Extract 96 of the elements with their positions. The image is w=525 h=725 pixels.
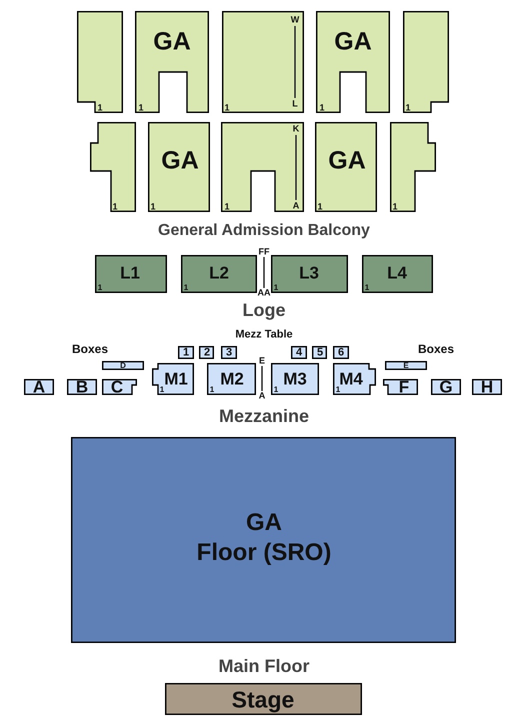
row-letter: AA [258,288,270,298]
table-section [312,346,327,359]
section-label: D [120,362,126,370]
table-number: 5 [316,348,324,358]
row-letter: K [292,124,300,134]
table-section [178,346,194,359]
box-section [385,361,427,370]
section-label: B [76,378,88,396]
table-number: 2 [204,348,210,358]
seating-section [271,255,348,293]
table-number: 3 [226,348,232,358]
seat-number: 1 [318,202,322,212]
section-label: F [398,378,410,396]
row-letter: L [292,100,298,108]
section-label: Stage [232,688,294,712]
section-label: L4 [387,264,407,282]
section-label: L2 [209,264,229,282]
seating-section [390,122,436,212]
section-label: GA [153,30,191,54]
seating-section [95,255,167,293]
box-section [102,379,137,395]
box-section [102,361,144,370]
seating-section [148,122,210,212]
seating-section [403,11,449,113]
section-label: H [480,378,494,396]
section-label: M1 [164,370,188,388]
seating-section [271,363,319,395]
seat-number: 1 [112,202,118,212]
seat-number: 1 [364,284,370,292]
floor-section [71,437,456,643]
section-label: C [110,378,124,396]
seating-section [77,11,123,113]
section-label: M2 [220,370,244,388]
section-label: GA [246,511,282,535]
seat-number: 1 [406,104,410,112]
row-letter: W [290,16,300,24]
section-label: M3 [283,370,307,388]
seating-section [181,255,257,293]
seat-number: 1 [98,104,102,112]
box-section [24,379,54,395]
seat-number: 1 [320,104,324,112]
seat-number: 1 [210,386,214,394]
seat-number: 1 [184,284,188,292]
row-letter: A [258,392,266,400]
table-number: 6 [338,348,344,358]
seat-number: 1 [224,104,230,112]
section-label: L3 [299,264,319,282]
seat-number: 1 [98,284,102,292]
section-label: GA [328,148,366,174]
row-letter: A [292,202,300,210]
area-heading: Main Floor [218,657,310,675]
seating-section [152,363,194,395]
seat-number: 1 [336,386,340,394]
section-label: L1 [120,264,140,282]
seating-section [222,11,304,113]
area-label: Boxes [418,343,454,355]
seating-section [362,255,433,293]
seating-section [316,11,390,113]
seating-section [333,363,376,395]
table-section [199,346,214,359]
seat-number: 1 [274,284,278,292]
box-section [431,379,461,395]
table-section [291,346,307,359]
row-letter: E [259,356,265,366]
area-heading: Mezzanine [218,407,310,425]
area-label: Mezz Table [235,330,293,340]
box-section [383,379,418,395]
section-label: G [439,378,453,396]
seat-number: 1 [392,202,398,212]
section-label: GA [161,148,199,174]
box-section [472,379,502,395]
seating-section [315,122,377,212]
section-label: M4 [339,370,363,388]
seating-section [207,363,256,395]
seat-number: 1 [160,386,164,394]
area-heading: General Admission Balcony [158,223,370,239]
box-section [67,379,97,395]
seat-number: 1 [138,104,144,112]
seating-section [90,122,136,212]
seat-number: 1 [224,202,230,212]
section-label: GA [334,30,372,54]
seating-section [221,122,304,212]
stage-block [165,683,362,715]
seating-section [135,11,209,113]
area-heading: Loge [242,301,286,319]
section-label: Floor (SRO) [196,541,332,565]
table-section [221,346,237,359]
section-label: E [403,362,409,370]
seat-number: 1 [150,202,156,212]
seat-number: 1 [274,386,278,394]
row-letter: FF [258,248,270,256]
table-number: 4 [296,348,302,358]
table-section [333,346,349,359]
area-label: Boxes [72,343,108,355]
section-label: A [32,378,46,396]
table-number: 1 [182,348,190,358]
